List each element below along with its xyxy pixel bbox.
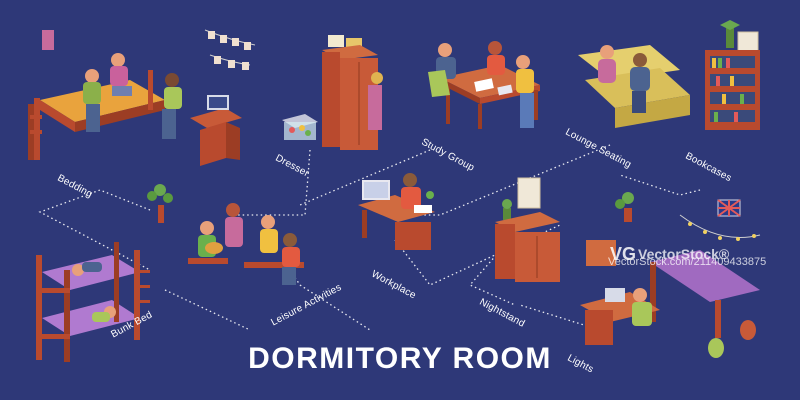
bedding-illustration [28,53,242,166]
lights-illustration [580,192,761,358]
study-group-illustration [428,41,540,129]
workplace-illustration [358,173,435,250]
wall-poster [42,30,54,50]
watermark-id: VectorStock.com/211409433875 [608,256,767,268]
nightstand-illustration [495,177,560,282]
watermark-brand: VectorStock® [638,246,730,262]
bunk-bed-illustration [36,242,150,362]
bookcase-illustration [705,20,760,130]
watermark-logo: VG [610,244,637,264]
photo-string [204,29,256,70]
leisure-activities-illustration [147,184,304,285]
lounge-seating-illustration [578,45,690,128]
page-title: DORMITORY ROOM [248,342,552,375]
dresser-illustration [282,35,383,150]
